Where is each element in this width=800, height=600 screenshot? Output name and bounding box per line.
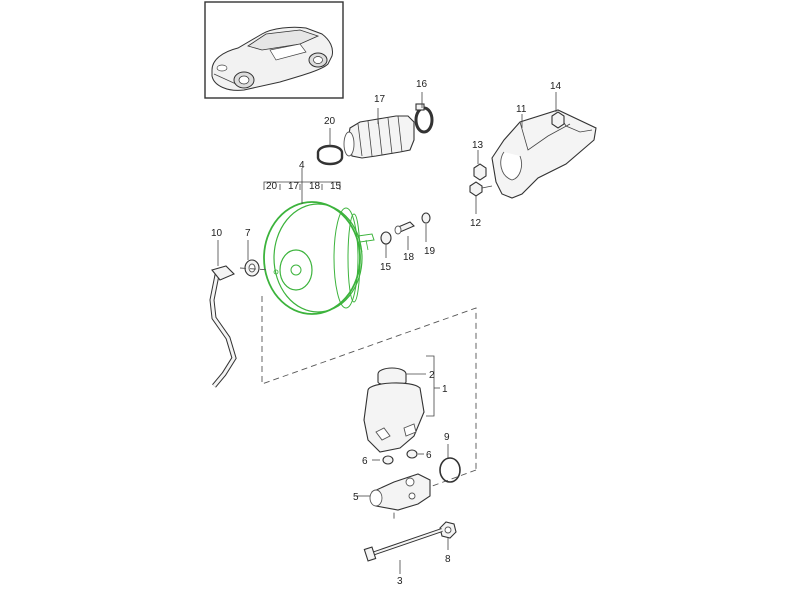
callout-18: 18: [403, 252, 415, 263]
part-15-nut: [380, 231, 392, 245]
callout-12: 12: [470, 218, 482, 229]
kit-label-20: 20: [266, 181, 278, 192]
callout-1: 1: [442, 384, 448, 395]
callout-20: 20: [324, 116, 336, 127]
part-12-bolt: [469, 181, 493, 197]
bracket-1-2: [406, 355, 440, 417]
callout-3: 3: [397, 576, 403, 587]
callout-16: 16: [416, 79, 428, 90]
bracket-6: [372, 453, 424, 461]
callout-5: 5: [353, 492, 359, 503]
callout-15: 15: [380, 262, 392, 273]
callout-7: 7: [245, 228, 251, 239]
callout-2: 2: [429, 370, 435, 381]
assembly-phantom-lines: [239, 267, 477, 520]
kit-label-15: 15: [330, 181, 342, 192]
part-10-vacuum-hose: [209, 265, 237, 388]
part-19-nut: [421, 212, 431, 224]
callout-19: 19: [424, 246, 436, 257]
kit-bracket: 20 17 18 15: [263, 178, 342, 204]
callout-13: 13: [472, 140, 484, 151]
part-4-brake-booster: [263, 201, 375, 315]
callout-labels: 1 2 3 4 5 6 6 7 8 9 10 11 12 13 14 15 16…: [211, 79, 562, 587]
part-6-plug-a: [382, 455, 394, 465]
part-1-master-cylinder: [363, 382, 425, 453]
callout-6-left: 6: [362, 456, 368, 467]
part-8-nut: [439, 521, 457, 539]
part-11-bracket: [491, 109, 597, 199]
kit-label-18: 18: [309, 181, 321, 192]
car-icon: [211, 26, 333, 91]
part-6-plug-b: [406, 449, 418, 459]
callout-14: 14: [550, 81, 562, 92]
callout-11: 11: [516, 104, 527, 115]
callout-9: 9: [444, 432, 450, 443]
callout-8: 8: [445, 554, 451, 565]
callout-4: 4: [299, 160, 305, 171]
part-2-reservoir-cap: [377, 367, 407, 386]
part-9-o-ring: [439, 457, 461, 483]
part-13-nut: [473, 163, 487, 181]
part-7-grommet: [244, 259, 260, 277]
part-3-bolt: [363, 528, 443, 562]
callout-6-right: 6: [426, 450, 432, 461]
kit-label-17: 17: [288, 181, 300, 192]
part-18-pin: [394, 221, 415, 235]
part-14-nut: [551, 111, 565, 129]
vehicle-thumbnail: [204, 1, 344, 99]
callout-10: 10: [211, 228, 223, 239]
part-20-clamp: [316, 144, 344, 166]
part-5-cylinder-body: [369, 473, 431, 511]
part-17-boot: [343, 115, 415, 159]
leader-lines: [217, 92, 557, 574]
callout-17: 17: [374, 94, 386, 105]
part-16-clamp: [414, 103, 434, 134]
